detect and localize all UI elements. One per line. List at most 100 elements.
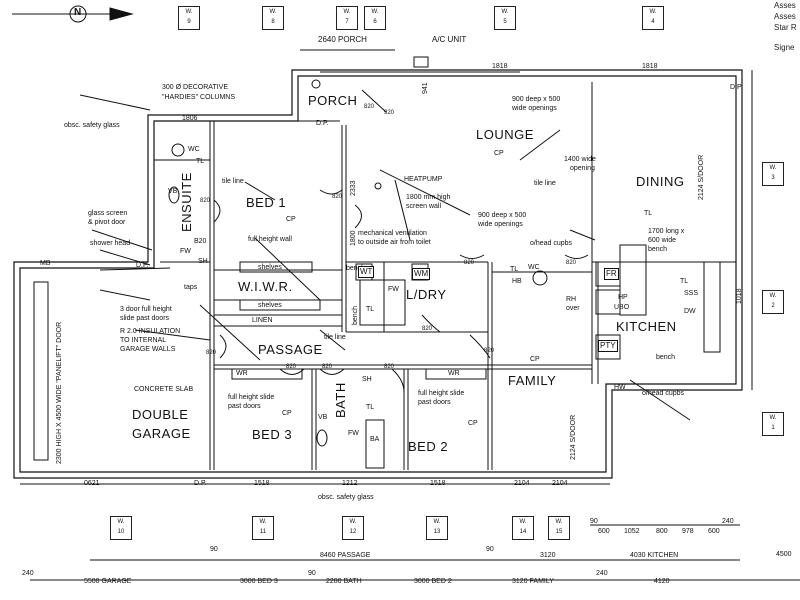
- door-820-linen: 820: [422, 326, 433, 332]
- shelves-label-2: shelves: [258, 302, 282, 309]
- window-tag-w5: W.5: [494, 6, 516, 30]
- fixture-ubo: UBO: [614, 304, 630, 311]
- shelves-label-1: shelves: [258, 264, 282, 271]
- fixture-cp-family: CP: [530, 356, 540, 363]
- fixture-rangehood: RH: [566, 296, 577, 303]
- fixture-dishwasher: DW: [684, 308, 696, 315]
- opening-1400-note-2: opening: [570, 165, 595, 172]
- fixture-cp-lounge: CP: [494, 150, 504, 157]
- window-tag-w13: W.13: [426, 516, 448, 540]
- opening-1400-note-1: 1400 wide: [564, 156, 596, 163]
- bench-size-note-1: 1700 long x: [648, 228, 685, 235]
- opening-note-lounge-1: 900 deep x 500: [512, 96, 561, 103]
- fixture-fw-ensuite: FW: [180, 248, 191, 255]
- window-tag-w8: W.8: [262, 6, 284, 30]
- window-tag-w14: W.14: [512, 516, 534, 540]
- opening-note-kitchen-2: wide openings: [478, 221, 523, 228]
- dimstrip1-6: 4030 KITCHEN: [630, 552, 679, 559]
- window-tag-w6: W.6: [364, 6, 386, 30]
- window-tag-w10: W.10: [110, 516, 132, 540]
- fixture-hb: HB: [512, 278, 522, 285]
- fixture-wc-ensuite: WC: [188, 146, 200, 153]
- room-label-porch: PORCH: [308, 93, 358, 108]
- dimstrip1-4: 3120: [540, 552, 556, 559]
- wardrobe-note-bed3-2: past doors: [228, 403, 261, 410]
- full-height-wall-note: full height wall: [248, 236, 292, 243]
- dim-inner-1: 2333: [350, 180, 357, 196]
- fixture-tl-toilet: TL: [510, 266, 519, 273]
- room-label-dining: DINING: [636, 174, 685, 189]
- dim-top-4: 941: [422, 82, 429, 94]
- fixture-over: over: [566, 305, 580, 312]
- sliding-door-dining: 2124 S/DOOR: [698, 154, 705, 200]
- fixture-fridge: FR: [604, 268, 619, 280]
- insulation-note-2: TO INTERNAL: [120, 337, 167, 344]
- downpipe-label-top: D.P.: [316, 120, 329, 127]
- door-820-ensuite: 820: [200, 198, 211, 204]
- dim-bottom-5: 2104: [514, 480, 530, 487]
- fixture-sh-ensuite: SH: [198, 258, 208, 265]
- dimstrip2-2: 5500 GARAGE: [84, 578, 132, 585]
- dimstrip2-4: 90: [308, 570, 316, 577]
- fixture-tl-bath: TL: [366, 404, 375, 411]
- window-tag-w3: W.3: [762, 162, 784, 186]
- header-assess-2: Asses: [774, 12, 796, 21]
- wardrobe-bed2: WR: [448, 370, 460, 377]
- insulation-note-1: R 2.0 INSULATION: [120, 328, 181, 335]
- fixture-cp-bed3: CP: [282, 410, 292, 417]
- dim-top-3: 1806: [182, 115, 198, 122]
- dim-bottom-1: 0621: [84, 480, 100, 487]
- dim-bottom-4: 1518: [430, 480, 446, 487]
- downpipe-label-bottom: D.P.: [194, 480, 207, 487]
- room-label-kitchen: KITCHEN: [616, 319, 677, 334]
- dim-inner-2: 1800: [350, 230, 357, 246]
- bench-vertical: bench: [352, 305, 359, 325]
- window-tag-w9: W.9: [178, 6, 200, 30]
- opening-note-kitchen-1: 900 deep x 500: [478, 212, 527, 219]
- room-label-ensuite: ENSUITE: [179, 172, 194, 232]
- fixture-tl-ensuite: TL: [196, 158, 205, 165]
- door-820-laundry: 820: [464, 260, 475, 266]
- garage-door-note: 2300 HIGH X 4500 WIDE "PANELIFT" DOOR: [56, 321, 63, 464]
- downpipe-label-ensuite: D.P.: [136, 262, 149, 269]
- columns-note-2: "HARDIES" COLUMNS: [162, 94, 236, 101]
- dimstrip0-3: 800: [656, 528, 668, 535]
- linen-label: LINEN: [252, 317, 273, 324]
- fixture-wt: WT: [358, 266, 375, 278]
- dimstrip2-6: 3000 BED 2: [414, 578, 452, 585]
- fixture-vb-bath: VB: [318, 414, 328, 421]
- wardrobe-note-bed2-1: full height slide: [418, 390, 465, 397]
- room-label-lounge: LOUNGE: [476, 127, 534, 142]
- insulation-note-3: GARAGE WALLS: [120, 346, 176, 353]
- dim-top-2: 1818: [642, 63, 658, 70]
- dim-top-1: 1818: [492, 63, 508, 70]
- dimstrip0-5: 600: [708, 528, 720, 535]
- header-signed: Signe: [774, 43, 795, 52]
- dimstrip2-8: 240: [596, 570, 608, 577]
- dim-bottom-6: 2104: [552, 480, 568, 487]
- columns-note-1: 300 Ø DECORATIVE: [162, 84, 229, 91]
- room-label-wiwr: W.I.W.R.: [238, 279, 293, 294]
- screen-wall-note-2: screen wall: [406, 203, 442, 210]
- dim-right-1: 1018: [736, 288, 743, 304]
- dimstrip2-7: 3120 FAMILY: [512, 578, 554, 585]
- fixture-sink: SSS: [684, 290, 699, 297]
- fixture-hotplate: HP: [618, 294, 628, 301]
- dimstrip2-1: 240: [22, 570, 34, 577]
- fixture-vb-ensuite: VB: [168, 188, 178, 195]
- room-label-bed3: BED 3: [252, 427, 293, 442]
- bench-laundry: bench: [346, 265, 366, 272]
- overhead-cupboards-note-2: o/head cupbs: [642, 390, 685, 397]
- fixture-fw-bath: FW: [348, 430, 359, 437]
- opening-note-lounge-2: wide openings: [512, 105, 557, 112]
- door-820-garage: 820: [206, 350, 217, 356]
- header-star-rating: Star R: [774, 23, 797, 32]
- wardrobe-note-bed3-1: full height slide: [228, 394, 275, 401]
- window-tag-w11: W.11: [252, 516, 274, 540]
- glass-screen-note-2: & pivot door: [88, 219, 126, 226]
- three-door-note-1: 3 door full height: [120, 306, 172, 313]
- fixture-cp-bed1: CP: [286, 216, 296, 223]
- taps-note: taps: [184, 284, 198, 291]
- window-tag-w4: W.4: [642, 6, 664, 30]
